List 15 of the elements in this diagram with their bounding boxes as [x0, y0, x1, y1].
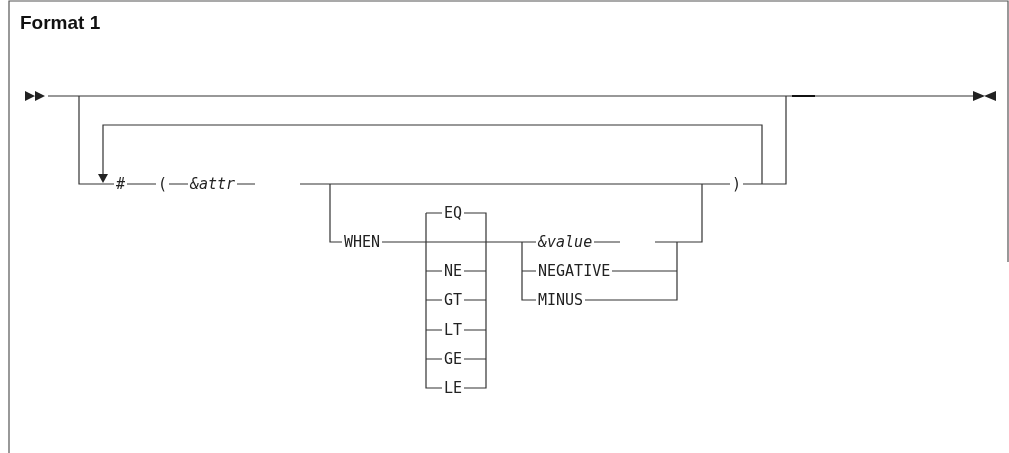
syntax-keyword: LT — [442, 322, 465, 338]
syntax-keyword: NE — [442, 263, 465, 279]
syntax-keyword: WHEN — [342, 234, 383, 250]
syntax-variable: &attr — [188, 176, 238, 192]
syntax-keyword: ) — [730, 176, 744, 192]
syntax-keyword: MINUS — [536, 292, 586, 308]
syntax-keyword: # — [114, 176, 128, 192]
diagram-title: Format 1 — [20, 12, 101, 34]
syntax-keyword: EQ — [442, 205, 465, 221]
syntax-keyword: ( — [156, 176, 170, 192]
syntax-keyword: GT — [442, 292, 465, 308]
syntax-keyword: NEGATIVE — [536, 263, 613, 279]
syntax-variable: &value — [536, 234, 595, 250]
syntax-keyword: LE — [442, 380, 465, 396]
syntax-keyword: GE — [442, 351, 465, 367]
